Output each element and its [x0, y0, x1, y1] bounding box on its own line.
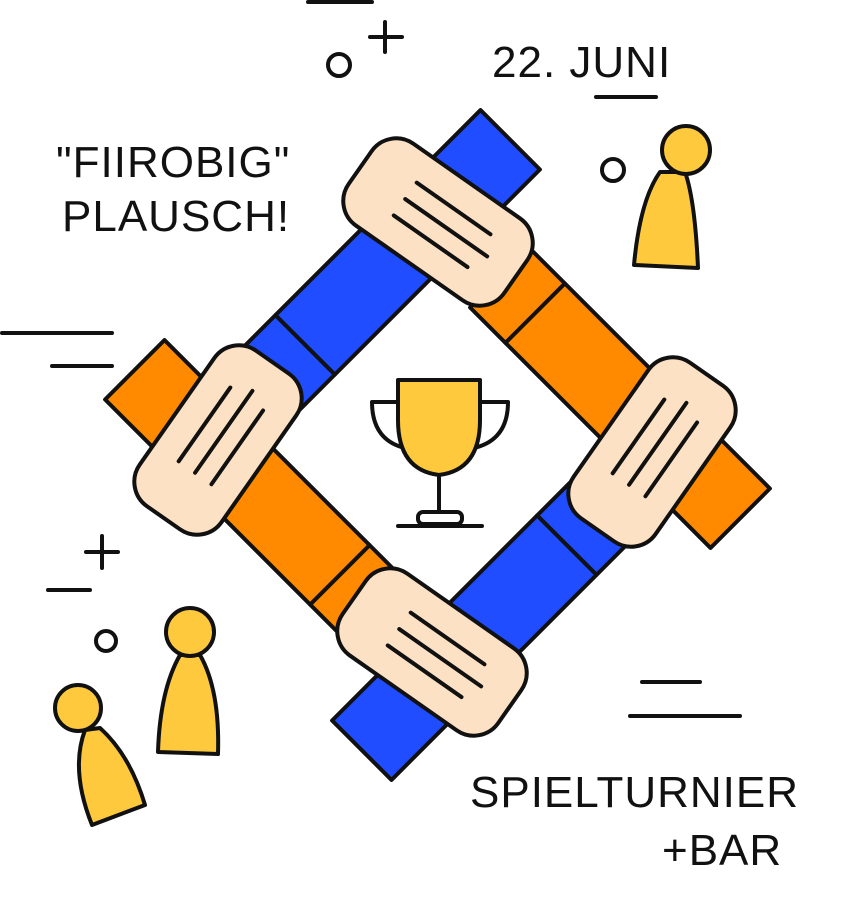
circle-icon [94, 52, 626, 653]
pawn-icon [156, 606, 221, 756]
event-date: 22. JUNI [492, 38, 672, 87]
trophy-icon [370, 378, 510, 528]
hands-together-icon [103, 108, 772, 782]
title-line-1: "FIIROBIG" [56, 138, 291, 187]
pawn-icon [632, 124, 712, 270]
pawn-icon [53, 683, 147, 827]
subtitle-line-1: SPIELTURNIER [470, 768, 800, 817]
title-line-2: PLAUSCH! [62, 192, 291, 241]
decor-lines [0, 0, 742, 718]
subtitle-line-2: +BAR [662, 826, 783, 875]
plus-icon [84, 20, 404, 570]
